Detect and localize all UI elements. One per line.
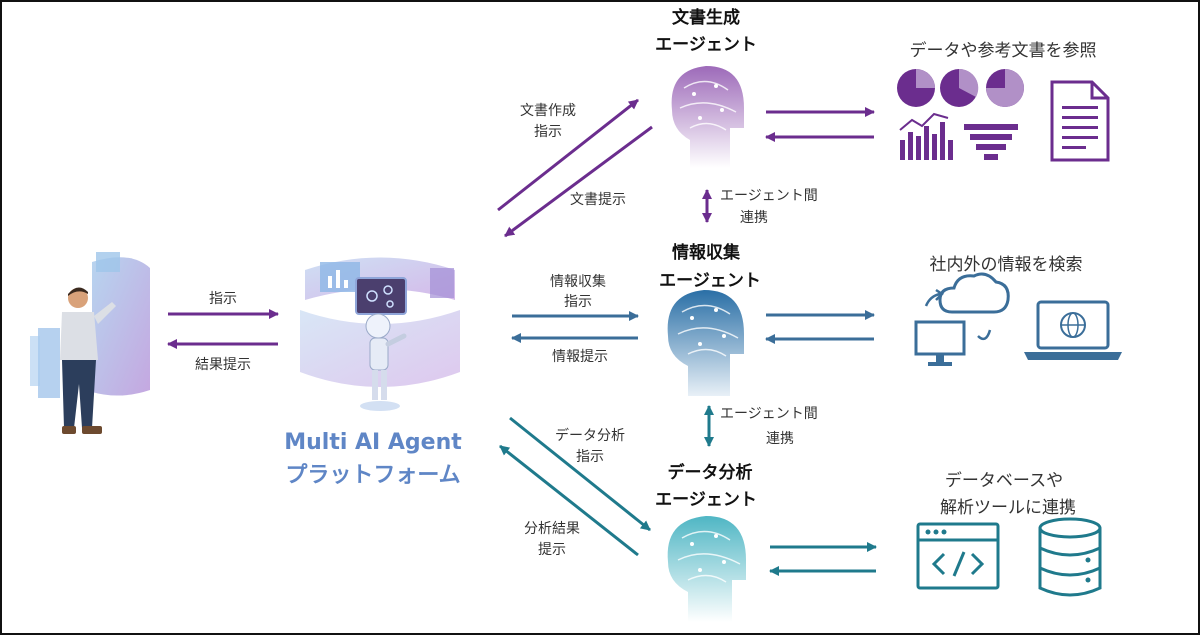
code-window-icon	[916, 522, 1000, 590]
collab1-line1: エージェント間	[720, 188, 818, 204]
doc-agent-title-2: エージェント	[655, 35, 757, 55]
label-doc-instruct-1: 文書作成	[520, 103, 576, 119]
platform-name-line2: プラットフォーム	[285, 463, 460, 488]
arrow-data-instruct	[509, 416, 651, 532]
collab2-line2: 連携	[766, 431, 794, 447]
person-icon	[30, 252, 150, 434]
label-instruct: 指示	[209, 291, 237, 307]
arrow-doc-return	[504, 125, 653, 238]
data-resource-label-1: データベースや	[945, 470, 1063, 491]
arrow-doc-instruct	[497, 98, 639, 212]
brain-icon	[671, 66, 744, 168]
info-agent-title-2: エージェント	[659, 271, 761, 291]
data-resource-label-2: 解析ツールに連携	[940, 498, 1076, 518]
doc-agent-title-1: 文書生成	[672, 7, 740, 28]
brain-icon	[667, 290, 744, 396]
brain-icon	[667, 516, 746, 622]
label-doc-instruct-2: 指示	[534, 124, 562, 140]
info-resource-label: 社内外の情報を検索	[930, 255, 1083, 275]
data-agent-title-2: エージェント	[655, 490, 757, 510]
doc-resource-label: データや参考文書を参照	[910, 40, 1097, 61]
document-icon	[1050, 80, 1110, 162]
label-info-instruct-1: 情報収集	[550, 273, 606, 290]
label-info-instruct-2: 指示	[564, 294, 592, 310]
cloud-sync-icon	[914, 272, 1010, 366]
laptop-globe-icon	[1024, 300, 1122, 360]
funnel-chart-icon	[964, 124, 1018, 160]
collab2-line1: エージェント間	[720, 406, 818, 422]
label-data-return-2: 提示	[538, 542, 566, 558]
label-data-instruct-1: データ分析	[555, 427, 625, 444]
arrow-data-return	[499, 444, 639, 557]
label-doc-return: 文書提示	[570, 192, 626, 208]
robot-icon	[300, 257, 460, 411]
label-result: 結果提示	[195, 357, 251, 373]
database-icon	[1038, 517, 1102, 597]
bar-chart-icon	[899, 112, 953, 160]
info-agent-title-1: 情報収集	[672, 242, 741, 263]
label-data-instruct-2: 指示	[576, 449, 604, 465]
collab1-line2: 連携	[740, 210, 768, 226]
label-data-return-1: 分析結果	[524, 521, 580, 537]
pie-chart-icon	[897, 68, 1024, 107]
label-info-return: 情報提示	[552, 349, 608, 365]
data-agent-title-1: データ分析	[668, 462, 753, 483]
platform-name-line1: Multi AI Agent	[284, 430, 462, 455]
